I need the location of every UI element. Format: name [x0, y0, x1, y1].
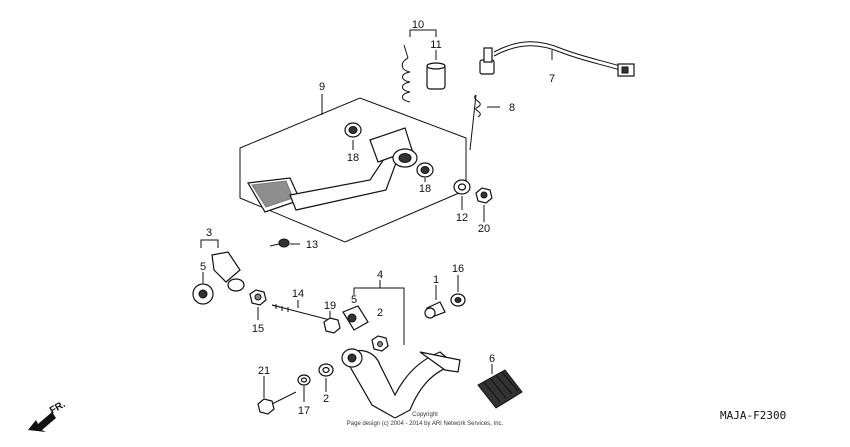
label-1: 1 — [433, 274, 439, 286]
washer — [453, 179, 471, 195]
label-6: 6 — [489, 353, 495, 365]
brake-rod — [271, 304, 331, 321]
pedal-rubber — [477, 369, 523, 409]
washer-2-lower — [318, 363, 334, 377]
diagram-code: MAJA-F2300 — [720, 409, 786, 422]
label-8: 8 — [509, 102, 515, 114]
bracket-10 — [409, 29, 437, 37]
label-14: 14 — [292, 288, 304, 300]
bolt-21 — [257, 391, 297, 415]
label-19: 19 — [324, 300, 336, 312]
rod-end-joint — [192, 251, 245, 305]
bolt-13 — [269, 238, 290, 248]
brake-light-switch — [479, 41, 635, 77]
label-15: 15 — [252, 323, 264, 335]
nut-16 — [450, 293, 466, 307]
dust-seal-upper — [344, 122, 362, 138]
label-5a: 5 — [200, 261, 206, 273]
front-direction-arrow-icon — [28, 412, 56, 432]
label-9: 9 — [319, 81, 325, 93]
label-18b: 18 — [419, 183, 431, 195]
nut-19 — [323, 317, 341, 334]
nut-15 — [249, 289, 267, 306]
label-2b: 2 — [323, 393, 329, 405]
dust-seal-lower — [416, 162, 434, 178]
label-12: 12 — [456, 212, 468, 224]
spring-collar — [426, 62, 446, 90]
label-21: 21 — [258, 365, 270, 377]
return-spring — [401, 44, 411, 103]
nut — [475, 187, 493, 204]
label-5b: 5 — [351, 294, 357, 306]
label-20: 20 — [478, 223, 490, 235]
label-13: 13 — [306, 239, 318, 251]
washer-17 — [297, 374, 311, 386]
bracket-3 — [200, 239, 219, 248]
label-16: 16 — [452, 263, 464, 275]
clevis-joint — [342, 305, 369, 331]
nut-2-upper — [371, 335, 389, 352]
label-10: 10 — [412, 19, 424, 31]
pivot-bolt — [424, 301, 446, 319]
brake-arm — [341, 348, 461, 419]
label-11: 11 — [430, 39, 441, 51]
label-3: 3 — [206, 227, 212, 239]
label-18a: 18 — [347, 152, 359, 164]
copyright-line-1: Copyright — [412, 412, 438, 418]
label-4: 4 — [377, 269, 383, 281]
direction-label: FR. — [48, 399, 68, 417]
bracket-4 — [353, 287, 405, 295]
brake-pedal — [247, 127, 418, 213]
switch-spring — [469, 94, 481, 151]
label-2a: 2 — [377, 307, 383, 319]
label-7: 7 — [549, 73, 555, 85]
copyright-line-2: Page design (c) 2004 - 2014 by ARI Netwo… — [347, 421, 504, 427]
label-17: 17 — [298, 405, 310, 417]
